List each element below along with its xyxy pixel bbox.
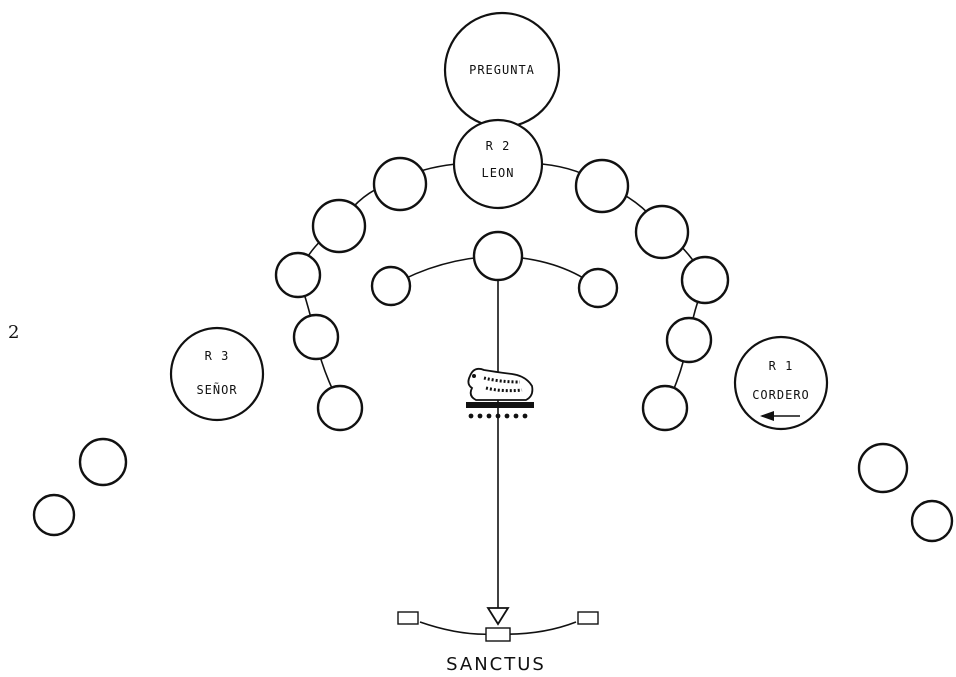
arch-left-circle-4 xyxy=(292,313,340,361)
arch-right-circle-2 xyxy=(634,204,690,260)
arrow-head-icon xyxy=(486,607,510,626)
bottom-box-right xyxy=(577,611,599,625)
arch-left-circle-1 xyxy=(372,156,428,212)
arch-right-circle-5 xyxy=(641,384,689,432)
r2-name-label: LEON xyxy=(482,166,515,180)
arch-left-circle-3 xyxy=(274,251,322,299)
left-arrow-icon xyxy=(760,411,800,421)
arch-right-circle-1 xyxy=(574,158,630,214)
r2-number-label: R 2 xyxy=(486,139,511,153)
r1-number-label: R 1 xyxy=(769,359,794,373)
arch-left-circle-5 xyxy=(316,384,364,432)
r2-leon-node xyxy=(452,118,544,210)
arch-left-circle-2 xyxy=(311,198,367,254)
r1-name-label: CORDERO xyxy=(752,388,810,402)
inner-arc-center-circle xyxy=(472,230,524,282)
outer-right-circle-2 xyxy=(910,499,954,543)
pregunta-label: PREGUNTA xyxy=(469,63,535,77)
page-number: 2 xyxy=(8,322,19,343)
outer-right-circle-1 xyxy=(857,442,909,494)
outer-left-circle-2 xyxy=(32,493,76,537)
inner-arc-left-circle xyxy=(370,265,412,307)
arch-right-circle-3 xyxy=(680,255,730,305)
outer-left-circle-1 xyxy=(78,437,128,487)
bottom-box-center xyxy=(485,627,511,642)
inner-arc-right-circle xyxy=(577,267,619,309)
bottom-box-left xyxy=(397,611,419,625)
arch-right-circle-4 xyxy=(665,316,713,364)
r3-name-label: SEÑOR xyxy=(196,382,237,397)
r3-senor-node xyxy=(169,326,265,422)
lamb-on-pedestal-icon xyxy=(466,367,534,419)
r3-number-label: R 3 xyxy=(205,349,230,363)
sanctus-label: SANCTUS xyxy=(446,654,546,675)
r1-cordero-node xyxy=(733,335,829,431)
